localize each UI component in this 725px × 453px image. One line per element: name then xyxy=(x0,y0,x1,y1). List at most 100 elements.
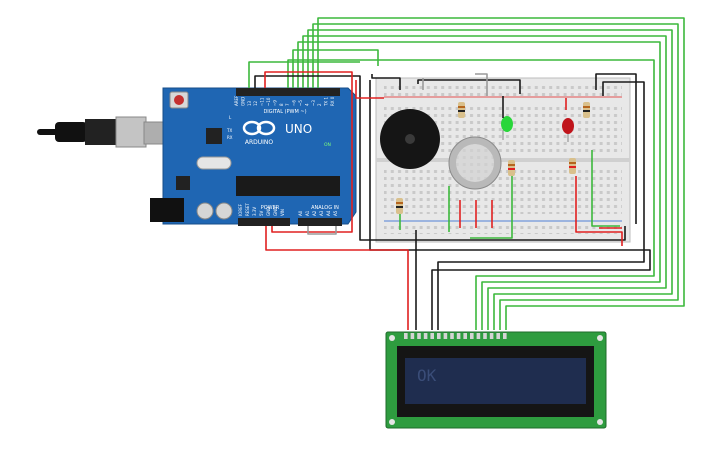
digital-pin-label: ~9 xyxy=(272,100,277,106)
analog-header xyxy=(298,218,342,226)
arduino-board: ARDUINO UNO DIGITAL (PWM ~) POWER ANALOG… xyxy=(150,87,357,226)
lcd-pin xyxy=(437,333,441,339)
power-jack xyxy=(150,198,184,222)
digital-pin-label: 12 xyxy=(253,100,258,106)
rx-label: RX xyxy=(227,135,233,140)
arduino-logo xyxy=(242,120,276,136)
capacitor xyxy=(196,202,214,220)
digital-label: DIGITAL (PWM ~) xyxy=(263,109,306,115)
green-wire xyxy=(470,176,513,239)
digital-pin-label: ~10 xyxy=(266,97,271,106)
crystal xyxy=(196,156,232,170)
green-wire xyxy=(307,29,673,330)
resistor xyxy=(508,160,515,176)
digital-pin-label: RX 0 xyxy=(330,96,335,106)
gray-wire xyxy=(307,226,337,235)
capacitor xyxy=(215,202,233,220)
black-wire xyxy=(417,79,521,94)
green-led xyxy=(501,116,513,140)
green-wire xyxy=(302,35,667,330)
digital-header xyxy=(236,88,340,96)
analog-pin-label: A0 xyxy=(298,210,303,216)
tx-label: TX xyxy=(226,128,232,133)
digital-pin-label: ~3 xyxy=(311,100,316,106)
lcd-pin xyxy=(456,333,461,339)
lcd-text: OK xyxy=(417,366,437,385)
lcd-pin-header xyxy=(404,333,507,339)
black-wire xyxy=(437,81,645,330)
lcd-screen xyxy=(405,358,586,404)
power-pin-label: GND xyxy=(273,207,278,216)
lcd-pin xyxy=(496,333,500,339)
red-wire xyxy=(355,80,384,99)
digital-pin-label: 4 xyxy=(304,103,309,106)
resistor xyxy=(396,198,403,214)
analog-pin-label: A3 xyxy=(319,210,324,216)
gray-wire xyxy=(475,73,488,96)
red-wire xyxy=(264,71,353,233)
resistor xyxy=(583,102,590,118)
resistor xyxy=(458,102,465,118)
digital-pin-label: TX 1 xyxy=(324,97,329,107)
red-led xyxy=(562,118,574,142)
lcd-module: OK xyxy=(385,331,607,429)
lcd-pin xyxy=(450,333,454,339)
black-wire xyxy=(371,74,401,90)
black-wire xyxy=(369,80,651,330)
digital-pin-label: 2 xyxy=(317,103,322,106)
green-wire xyxy=(312,23,679,330)
lcd-pin xyxy=(443,333,448,339)
arduino-logo-text: ARDUINO xyxy=(245,139,274,146)
lcd-pin xyxy=(417,333,421,339)
usb-cable xyxy=(37,116,167,148)
on-label: ON xyxy=(324,142,331,148)
red-wire xyxy=(265,226,409,330)
digital-pin-label: 13 xyxy=(247,100,252,106)
lcd-pin xyxy=(463,333,467,339)
power-pin-label: GND xyxy=(266,207,271,216)
power-pin-label: IOREF xyxy=(238,203,243,216)
black-wire xyxy=(254,75,626,241)
analog-label: ANALOG IN xyxy=(311,205,339,211)
analog-pin-label: A5 xyxy=(333,210,338,216)
lcd-pin xyxy=(470,333,474,339)
gas-sensor xyxy=(448,136,502,190)
lcd-pin xyxy=(404,333,408,339)
piezo-buzzer xyxy=(380,109,440,169)
power-header xyxy=(238,218,290,226)
board-model: UNO xyxy=(285,122,312,136)
resistor xyxy=(569,158,576,174)
digital-pin-label: GND xyxy=(240,97,245,106)
digital-pin-label: ~11 xyxy=(260,97,265,106)
green-wire xyxy=(248,61,360,88)
power-label: POWER xyxy=(261,205,280,211)
red-wire xyxy=(575,176,623,246)
digital-pin-label: AREF xyxy=(234,95,239,106)
power-pin-label: VIN xyxy=(280,209,285,216)
digital-pin-label: 7 xyxy=(285,103,290,106)
analog-pin-label: A2 xyxy=(312,210,317,216)
green-wire xyxy=(292,49,379,88)
digital-pin-label: ~5 xyxy=(298,100,303,106)
lcd-pin xyxy=(430,333,434,339)
lcd-pin xyxy=(423,333,428,339)
lcd-pin xyxy=(476,333,481,339)
black-wire xyxy=(595,73,637,224)
wires xyxy=(248,17,685,330)
atmega-chip xyxy=(236,176,340,196)
power-pin-label: 3.3V xyxy=(252,207,257,216)
green-wire xyxy=(591,150,620,227)
lcd-pin xyxy=(483,333,487,339)
analog-pin-label: A1 xyxy=(305,210,310,216)
power-pin-label: RESET xyxy=(245,203,250,216)
digital-pin-label: ~6 xyxy=(292,100,297,106)
analog-pin-label: A4 xyxy=(326,210,331,216)
l-label: L xyxy=(229,115,232,120)
digital-pin-label: 8 xyxy=(279,103,284,106)
lcd-pin xyxy=(410,333,415,339)
power-pin-label: 5V xyxy=(259,210,264,216)
